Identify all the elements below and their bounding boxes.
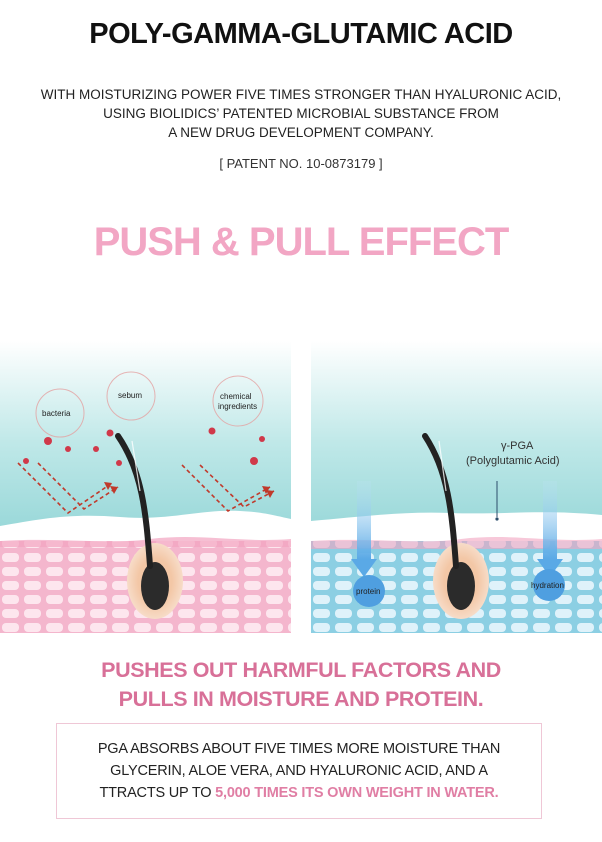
info-line: TTRACTS UP TO 5,000 TIMES ITS OWN WEIGHT… bbox=[57, 782, 541, 804]
info-line: GLYCERIN, ALOE VERA, AND HYALURONIC ACID… bbox=[110, 763, 488, 779]
pga-sub-label: (Polyglutamic Acid) bbox=[466, 455, 560, 467]
patent-number: [ PATENT NO. 10-0873179 ] bbox=[219, 156, 383, 171]
page-title: POLY-GAMMA-GLUTAMIC ACID bbox=[89, 18, 513, 50]
chemical-label: chemical bbox=[220, 392, 252, 401]
description-line: A NEW DRUG DEVELOPMENT COMPANY. bbox=[168, 125, 434, 140]
info-text: PGA ABSORBS ABOUT FIVE TIMES MORE MOISTU… bbox=[57, 738, 541, 804]
push-illustration: bacteria sebum chemical ingredients bbox=[0, 341, 291, 633]
ingredients-label: ingredients bbox=[218, 402, 257, 411]
harmful-particles bbox=[23, 427, 265, 466]
info-highlight: 5,000 TIMES ITS OWN WEIGHT IN WATER. bbox=[215, 785, 499, 801]
bacteria-label: bacteria bbox=[42, 409, 71, 418]
description: WITH MOISTURIZING POWER FIVE TIMES STRON… bbox=[20, 85, 582, 142]
push-arrows bbox=[17, 462, 275, 515]
info-line-prefix: TTRACTS UP TO bbox=[99, 785, 216, 801]
effect-title: PUSH & PULL EFFECT bbox=[93, 220, 510, 264]
info-box: PGA ABSORBS ABOUT FIVE TIMES MORE MOISTU… bbox=[56, 723, 542, 819]
info-line: PGA ABSORBS ABOUT FIVE TIMES MORE MOISTU… bbox=[97, 741, 501, 757]
subtitle-line: PUSHES OUT HARMFUL FACTORS AND bbox=[101, 658, 501, 682]
description-line: WITH MOISTURIZING POWER FIVE TIMES STRON… bbox=[40, 87, 562, 102]
description-line: USING BIOLIDICS’ PATENTED MICROBIAL SUBS… bbox=[103, 106, 499, 121]
sebum-label: sebum bbox=[118, 391, 142, 400]
subtitle-line: PULLS IN MOISTURE AND PROTEIN. bbox=[118, 687, 484, 711]
pull-illustration: γ-PGA (Polyglutamic Acid) protein hydrat… bbox=[311, 341, 602, 633]
subtitle: PUSHES OUT HARMFUL FACTORS AND PULLS IN … bbox=[0, 656, 602, 714]
pga-label: γ-PGA bbox=[501, 440, 534, 452]
protein-label: protein bbox=[356, 587, 380, 596]
hydration-label: hydration bbox=[531, 581, 564, 590]
